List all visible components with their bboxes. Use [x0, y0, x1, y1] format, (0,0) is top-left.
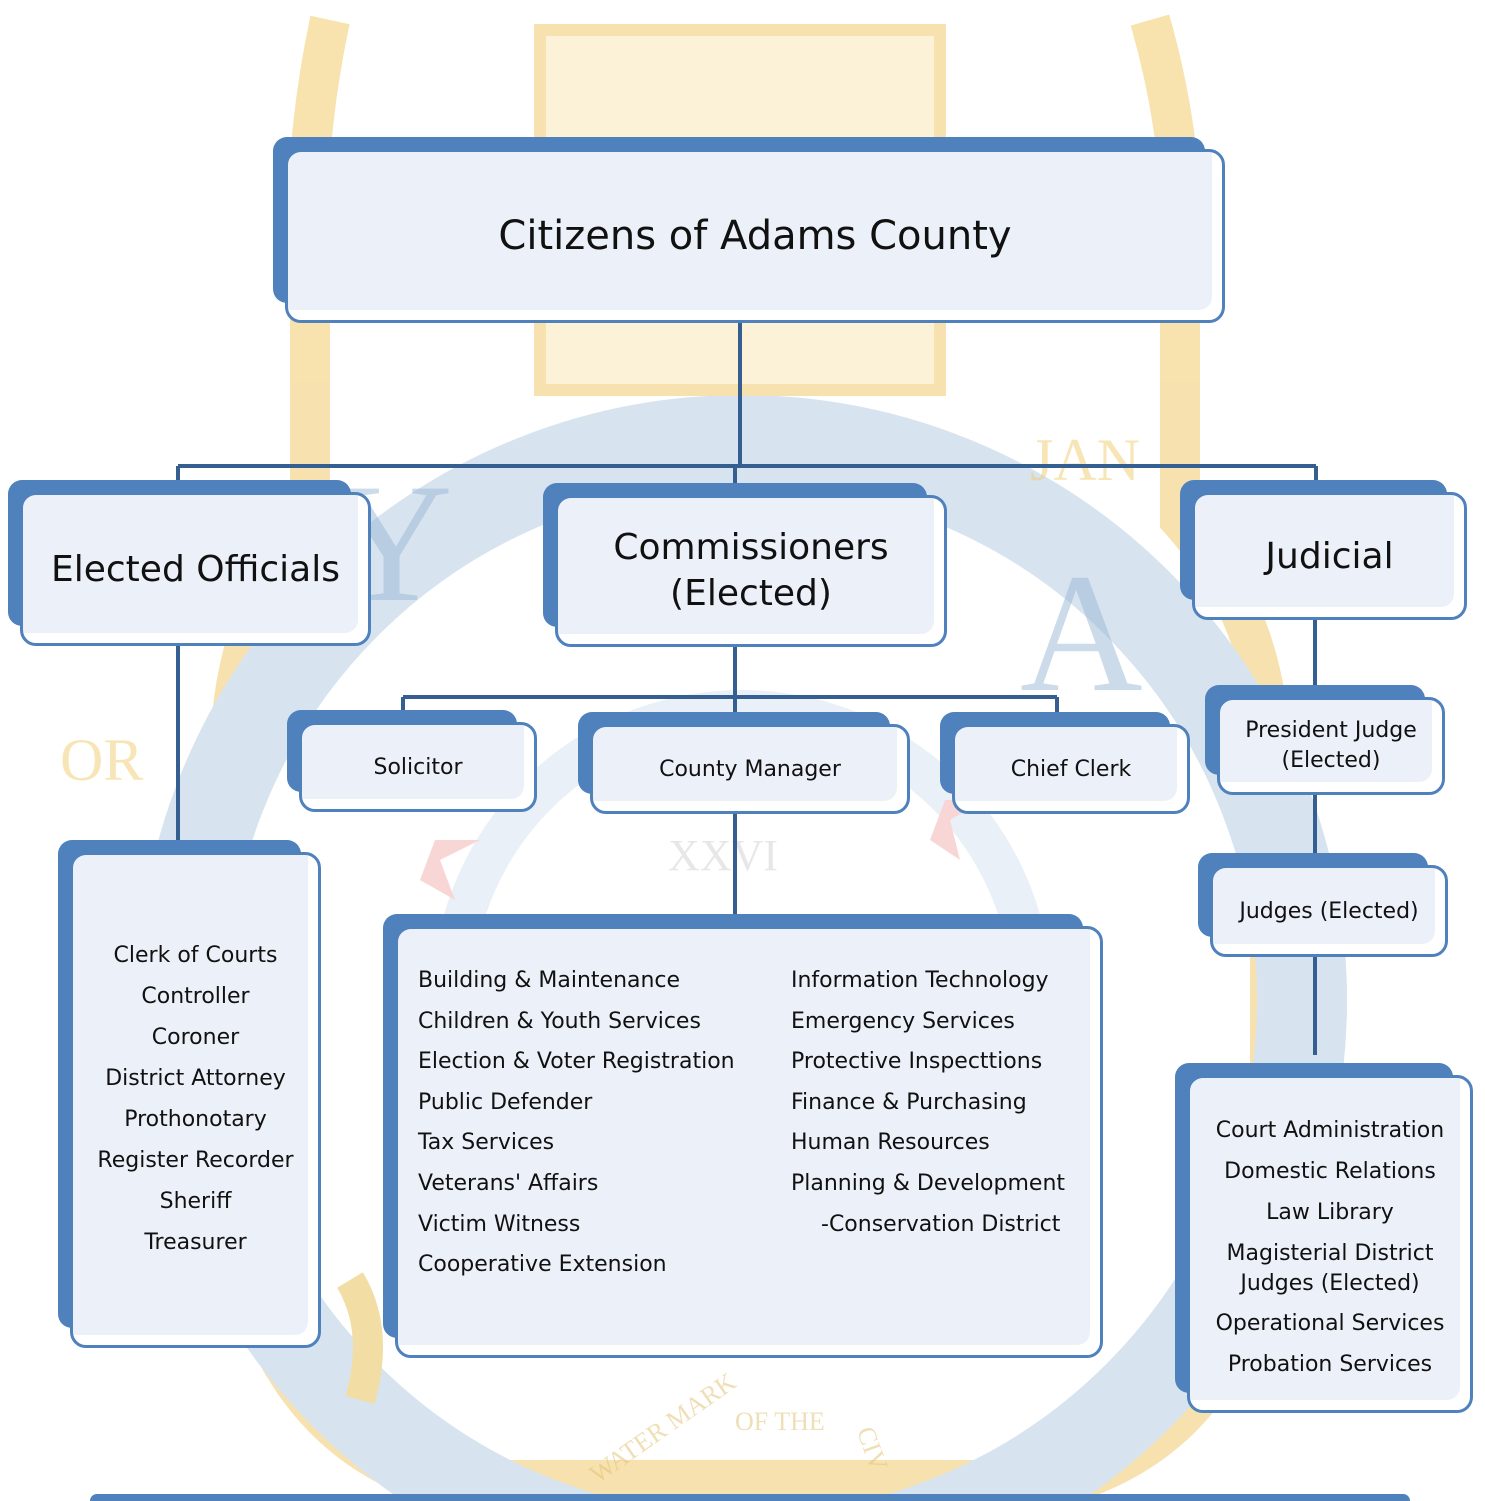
node-chief-clerk: Chief Clerk — [940, 712, 1190, 814]
list-item: Court Administration — [1215, 1118, 1445, 1143]
list-item: Cooperative Extension — [418, 1252, 667, 1278]
list-item: -Conservation District — [821, 1211, 1061, 1237]
list-item: Emergency Services — [791, 1008, 1015, 1034]
list-item: Treasurer — [144, 1230, 247, 1255]
seal-text-jan: JAN — [1030, 427, 1140, 493]
judicial-items: Court Administration Domestic Relations … — [1216, 1110, 1445, 1385]
root-node-citizens: Citizens of Adams County — [273, 137, 1225, 323]
list-item: Register Recorder — [97, 1148, 294, 1173]
seal-text-or: OR — [60, 727, 143, 793]
node-departments-list: Building & Maintenance Children & Youth … — [383, 914, 1103, 1358]
node-judicial: Judicial — [1180, 480, 1467, 620]
judicial-label: Judicial — [1265, 535, 1394, 577]
node-judicial-list: Court Administration Domestic Relations … — [1175, 1063, 1473, 1413]
commissioners-sublabel: (Elected) — [670, 573, 832, 614]
departments-left-column: Building & Maintenance Children & Youth … — [418, 961, 735, 1286]
list-item: Magisterial District — [1226, 1241, 1434, 1266]
list-item: Information Technology — [791, 968, 1049, 993]
elected-officials-label: Elected Officials — [50, 548, 340, 590]
list-item: Victim Witness — [418, 1211, 581, 1237]
list-item: Law Library — [1266, 1200, 1394, 1225]
bottom-box-edge — [90, 1494, 1410, 1501]
list-item: Children & Youth Services — [418, 1008, 701, 1034]
list-item: Domestic Relations — [1224, 1159, 1436, 1184]
node-judges: Judges (Elected) — [1198, 853, 1448, 957]
list-item: Coroner — [151, 1025, 240, 1050]
judges-label: Judges (Elected) — [1239, 898, 1419, 924]
node-commissioners: Commissioners (Elected) — [543, 483, 947, 647]
list-item: Probation Services — [1227, 1352, 1433, 1377]
seal-text-numeral: XXVI — [668, 831, 778, 880]
solicitor-label: Solicitor — [373, 754, 463, 780]
departments-right-column: Information Technology Emergency Service… — [791, 961, 1065, 1245]
list-item: Protective Inspecttions — [791, 1049, 1043, 1075]
list-item: Planning & Development — [791, 1170, 1066, 1196]
root-label: Citizens of Adams County — [498, 213, 1012, 259]
list-item: Judges (Elected) — [1240, 1271, 1420, 1296]
list-item: Election & Voter Registration — [418, 1049, 735, 1075]
list-item: Public Defender — [418, 1089, 593, 1115]
list-item: Tax Services — [418, 1130, 555, 1156]
list-item: District Attorney — [105, 1066, 286, 1091]
list-item: Building & Maintenance — [418, 968, 681, 993]
node-solicitor: Solicitor — [287, 710, 537, 812]
node-county-manager: County Manager — [578, 712, 910, 814]
commissioners-label: Commissioners — [613, 527, 889, 568]
list-item: Clerk of Courts — [113, 943, 278, 968]
node-elected-officials-list: Clerk of Courts Controller Coroner Distr… — [58, 840, 321, 1348]
president-judge-sublabel: (Elected) — [1281, 748, 1381, 773]
list-item: Prothonotary — [124, 1107, 267, 1132]
list-item: Veterans' Affairs — [418, 1170, 599, 1196]
list-item: Human Resources — [791, 1130, 990, 1156]
list-item: Finance & Purchasing — [791, 1089, 1027, 1115]
list-item: Controller — [141, 984, 250, 1009]
elected-officials-items: Clerk of Courts Controller Coroner Distr… — [97, 935, 293, 1263]
node-elected-officials: Elected Officials — [8, 480, 371, 646]
node-president-judge: President Judge (Elected) — [1205, 685, 1445, 795]
chief-clerk-label: Chief Clerk — [1010, 756, 1132, 782]
president-judge-label: President Judge — [1245, 718, 1417, 743]
list-item: Operational Services — [1215, 1311, 1445, 1336]
seal-text-of-the: OF THE — [735, 1407, 825, 1436]
county-manager-label: County Manager — [659, 756, 841, 782]
list-item: Sheriff — [159, 1189, 232, 1214]
